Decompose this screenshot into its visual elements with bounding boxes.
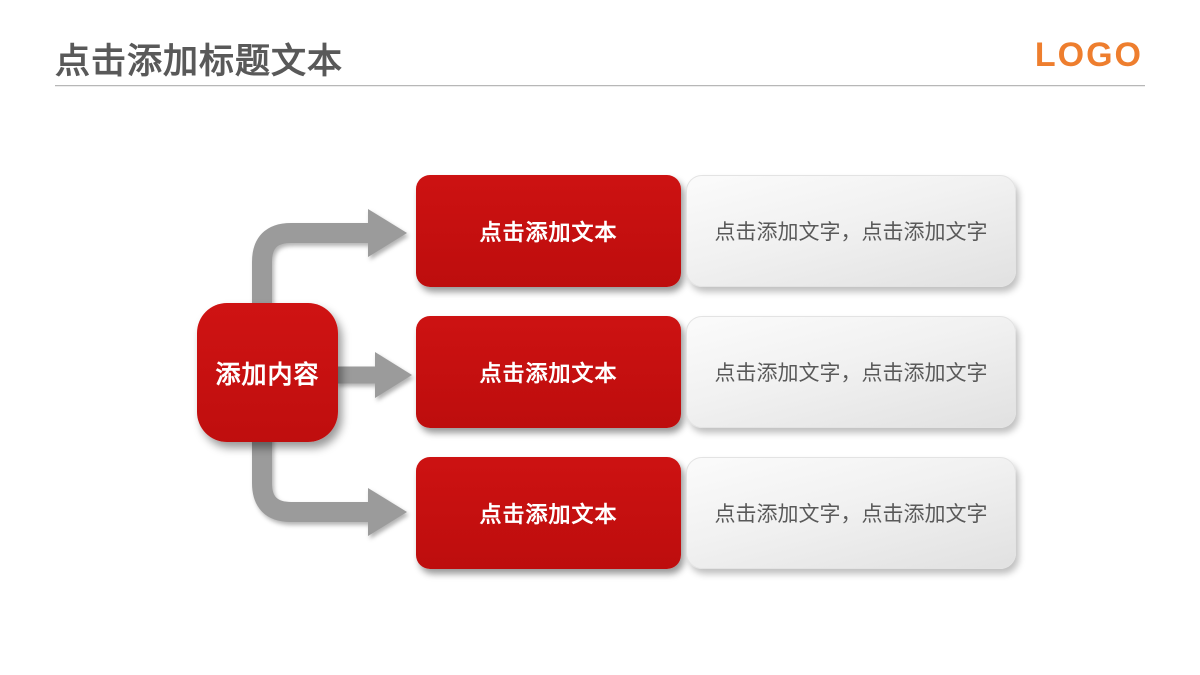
diagram-row: 点击添加文本 点击添加文字，点击添加文字 (416, 175, 1016, 287)
header-divider (55, 85, 1145, 87)
text-box-red[interactable]: 点击添加文本 (416, 175, 681, 287)
description-box[interactable]: 点击添加文字，点击添加文字 (686, 316, 1016, 428)
center-node-label: 添加内容 (215, 360, 320, 389)
text-box-red[interactable]: 点击添加文本 (416, 457, 681, 569)
center-node[interactable]: 添加内容 (197, 303, 338, 442)
page-title: 点击添加标题文本 (55, 42, 344, 81)
red-box-label: 点击添加文本 (479, 502, 618, 527)
diagram-row: 点击添加文本 点击添加文字，点击添加文字 (416, 316, 1016, 428)
description-box[interactable]: 点击添加文字，点击添加文字 (686, 457, 1016, 569)
description-box[interactable]: 点击添加文字，点击添加文字 (686, 175, 1016, 287)
red-box-label: 点击添加文本 (479, 220, 618, 245)
diagram-row: 点击添加文本 点击添加文字，点击添加文字 (416, 457, 1016, 569)
description-text: 点击添加文字，点击添加文字 (714, 503, 988, 526)
description-text: 点击添加文字，点击添加文字 (714, 221, 988, 244)
logo: LOGO (1034, 36, 1143, 74)
straight-arrow-middle (336, 352, 412, 398)
description-text: 点击添加文字，点击添加文字 (714, 362, 988, 385)
red-box-label: 点击添加文本 (479, 361, 618, 386)
elbow-arrow-top (252, 209, 407, 312)
elbow-arrow-bottom (252, 433, 407, 536)
text-box-red[interactable]: 点击添加文本 (416, 316, 681, 428)
